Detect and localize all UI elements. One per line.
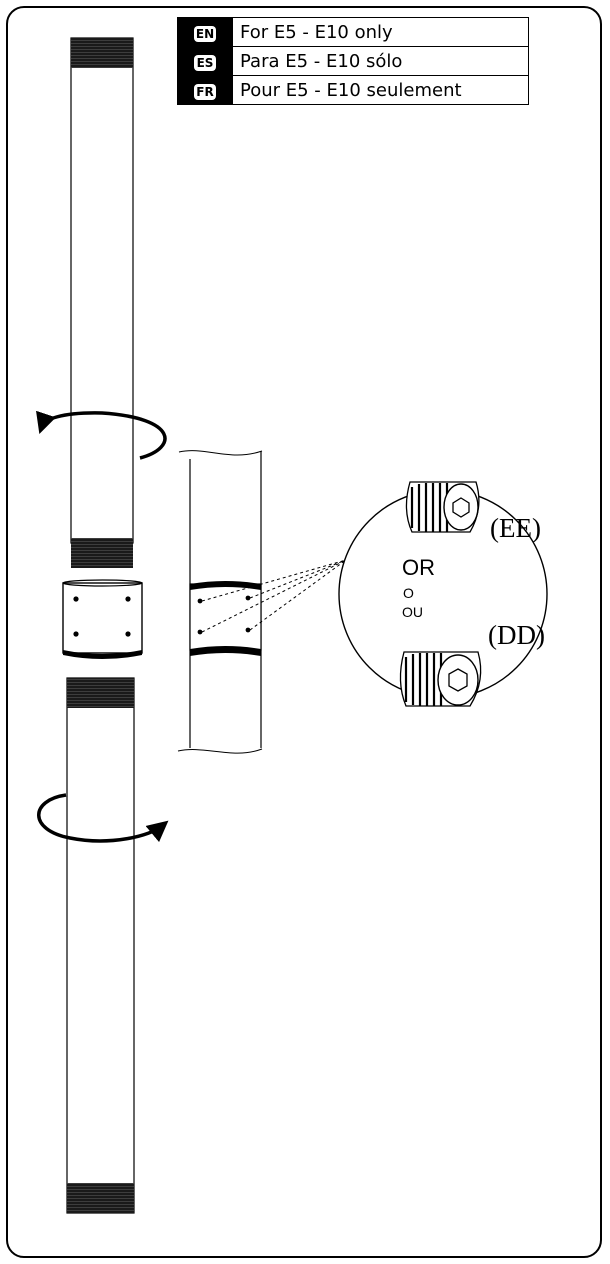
rotation-arrow-icon <box>36 410 167 460</box>
upper-pipe <box>70 37 134 568</box>
language-note-es: Para E5 - E10 sólo <box>232 46 529 76</box>
lower-pipe <box>66 677 135 1214</box>
coupling <box>62 579 143 659</box>
language-row-fr: FR Pour E5 - E10 seulement <box>177 75 529 105</box>
or-label-fr: OU <box>402 604 423 620</box>
language-note-fr: Pour E5 - E10 seulement <box>232 75 529 105</box>
set-screw-icon <box>399 651 482 707</box>
lower-pipe-bottom-thread <box>67 1183 134 1213</box>
screw-bottom-label: (DD) <box>488 620 545 650</box>
or-label-es: O <box>403 585 414 601</box>
rotation-arrow-icon <box>37 793 169 843</box>
lower-pipe-top-thread <box>67 678 134 708</box>
screw-top-label: (EE) <box>490 513 541 543</box>
upper-pipe-bottom-thread <box>71 538 133 568</box>
language-row-en: EN For E5 - E10 only <box>177 17 529 47</box>
language-note-en: For E5 - E10 only <box>232 17 529 47</box>
language-row-es: ES Para E5 - E10 sólo <box>177 46 529 76</box>
upper-pipe-top-thread <box>71 38 133 68</box>
language-badge-en: EN <box>193 25 217 42</box>
language-note-table: EN For E5 - E10 only ES Para E5 - E10 só… <box>177 17 529 105</box>
leader-lines <box>201 559 347 633</box>
page-frame <box>6 6 602 1258</box>
joint-detail <box>177 450 347 754</box>
language-badge-fr: FR <box>194 83 216 100</box>
set-screw-icon <box>405 481 480 533</box>
or-label-en: OR <box>402 555 435 580</box>
language-badge-es: ES <box>194 54 216 71</box>
